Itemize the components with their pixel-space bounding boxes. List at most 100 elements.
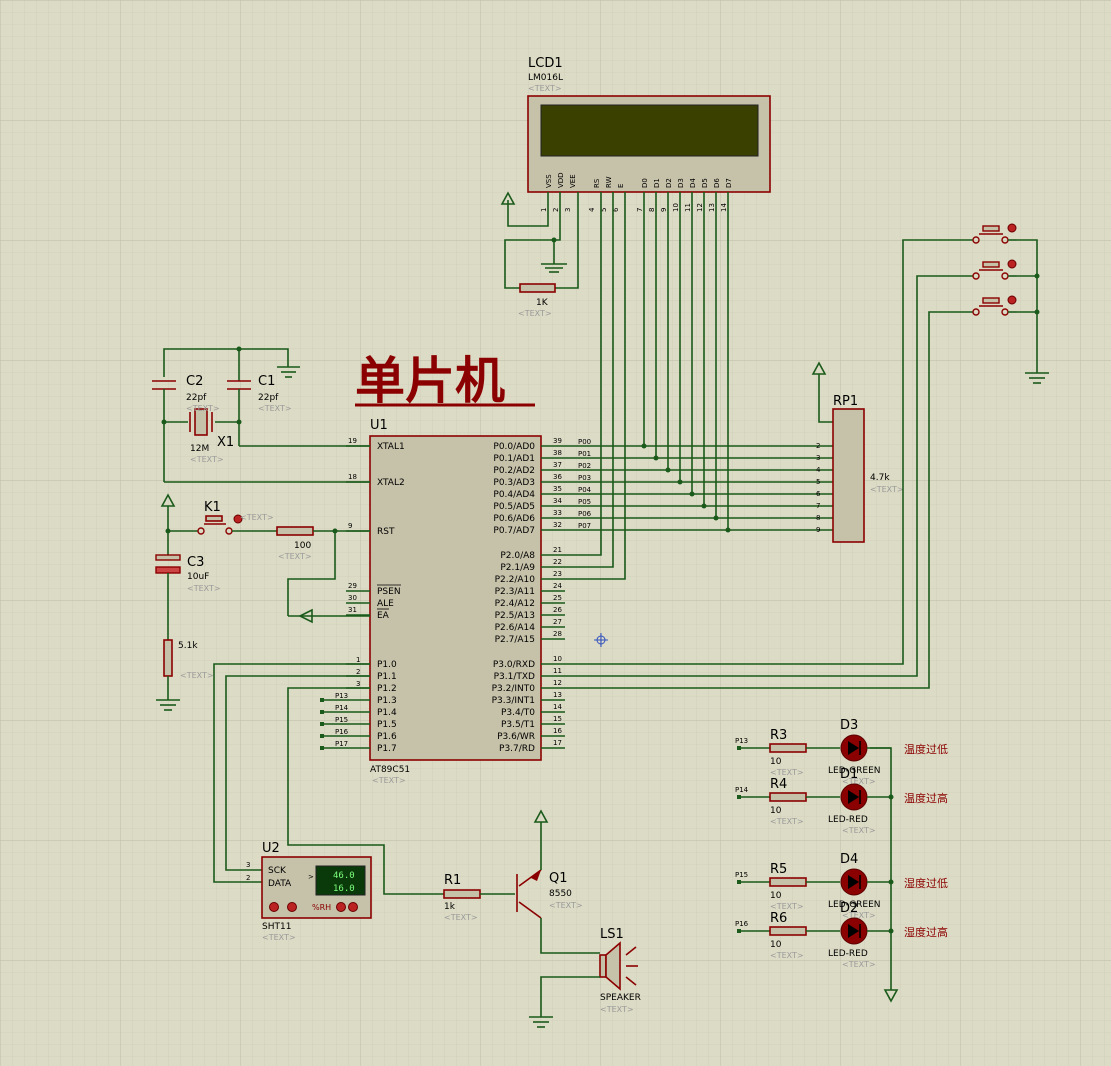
lcd-pin-number: 2 bbox=[552, 208, 560, 212]
p0-net-label: P00 bbox=[578, 438, 591, 446]
u2-unit: %RH bbox=[312, 903, 331, 912]
ls1-text: <TEXT> bbox=[600, 1005, 634, 1014]
u1-pin-number: 38 bbox=[553, 449, 562, 457]
led-model: LED-RED bbox=[828, 949, 868, 959]
led-text: <TEXT> bbox=[842, 911, 876, 920]
lcd-pin-number: 3 bbox=[564, 208, 572, 212]
u1-text: <TEXT> bbox=[372, 776, 406, 785]
title-text: 单片机 bbox=[355, 352, 505, 410]
u1-pin-name: P0.6/AD6 bbox=[493, 514, 535, 524]
led-label: 湿度过高 bbox=[904, 925, 948, 939]
led-resistor-value: 10 bbox=[770, 806, 782, 816]
lcd1[interactable]: LCD1 LM016L <TEXT> VSS1VDD2VEE3RS4RW5E6D… bbox=[527, 56, 771, 212]
led-model: LED-GREEN bbox=[828, 900, 881, 910]
c2-text: <TEXT> bbox=[186, 404, 220, 413]
lcd-pin-label: D6 bbox=[713, 178, 721, 188]
u1-pin-name: P3.0/RXD bbox=[493, 660, 535, 670]
p1-net-label: P13 bbox=[335, 692, 348, 700]
r1-value: 1k bbox=[444, 902, 456, 912]
lcd-pin-number: 5 bbox=[600, 208, 608, 212]
u1-pin-number: 39 bbox=[553, 437, 562, 445]
key-contact bbox=[972, 236, 980, 244]
reset-resistor-text: <TEXT> bbox=[278, 552, 312, 561]
lcd-pin-number: 6 bbox=[612, 207, 620, 212]
lcd-pin-number: 10 bbox=[672, 203, 680, 212]
lcd-pin-label: D1 bbox=[653, 178, 661, 188]
p0-net-label: P01 bbox=[578, 450, 591, 458]
u2-hum-down-button[interactable] bbox=[336, 902, 346, 912]
u1-pin-number: 9 bbox=[348, 522, 352, 530]
cursor-crosshair bbox=[594, 633, 608, 647]
u1-pin-name: P2.1/A9 bbox=[500, 563, 535, 573]
c2-ref: C2 bbox=[186, 374, 203, 389]
lcd-pin-number: 9 bbox=[660, 208, 668, 212]
r-5k1-text: <TEXT> bbox=[180, 671, 214, 680]
u2-temp-down-button[interactable] bbox=[269, 902, 279, 912]
lcd1-screen bbox=[540, 104, 759, 157]
led-ref: D1 bbox=[840, 767, 858, 782]
u1-pin-number: 24 bbox=[553, 582, 562, 590]
led-label: 温度过高 bbox=[904, 791, 948, 805]
lcd-pin-label: D4 bbox=[689, 178, 697, 188]
u1-pin-name: P1.6 bbox=[377, 732, 397, 742]
u1-pin-name: P1.5 bbox=[377, 720, 397, 730]
u1-pin-name: P2.6/A14 bbox=[495, 623, 536, 633]
led-resistor-text: <TEXT> bbox=[770, 951, 804, 960]
lcd-pin-number: 7 bbox=[636, 208, 644, 212]
u1-pin-name: XTAL1 bbox=[377, 442, 405, 452]
lcd-pot-value: 1K bbox=[536, 298, 549, 308]
u1-mcu[interactable]: U1 AT89C51 <TEXT> 19XTAL118XTAL29RST29PS… bbox=[346, 418, 565, 785]
rp1-pin-number: 6 bbox=[816, 490, 821, 498]
p0-net-label: P03 bbox=[578, 474, 591, 482]
push-button[interactable] bbox=[982, 297, 1000, 304]
u1-model: AT89C51 bbox=[370, 765, 410, 775]
push-button[interactable] bbox=[982, 225, 1000, 232]
u1-pin-number: 11 bbox=[553, 667, 562, 675]
key-contact bbox=[972, 272, 980, 280]
u1-pin-name: P0.7/AD7 bbox=[493, 526, 535, 536]
led-resistor-ref: R4 bbox=[770, 777, 787, 792]
u1-pin-name: PSEN bbox=[377, 587, 401, 597]
q1-ref: Q1 bbox=[549, 871, 568, 886]
u2-pin2: 2 bbox=[246, 874, 250, 882]
u1-pin-number: 21 bbox=[553, 546, 562, 554]
ls1-ref: LS1 bbox=[600, 927, 624, 942]
u1-pin-name: P3.4/T0 bbox=[501, 708, 535, 718]
lcd-pin-label: VEE bbox=[569, 174, 577, 188]
reset-resistor-value: 100 bbox=[294, 541, 311, 551]
led-net-label: P15 bbox=[735, 871, 748, 879]
u1-pin-name: P0.0/AD0 bbox=[493, 442, 535, 452]
lcd-pin-label: RS bbox=[593, 178, 601, 188]
u1-pin-name: P3.5/T1 bbox=[501, 720, 535, 730]
u1-pin-name: P0.2/AD2 bbox=[493, 466, 535, 476]
c3-text: <TEXT> bbox=[187, 584, 221, 593]
reset-circuit: K1 <TEXT> 100 <TEXT> C3 10uF <TEXT> 5.1k… bbox=[155, 493, 370, 711]
lcd-pin-label: VDD bbox=[557, 172, 565, 188]
u1-pin-number: 10 bbox=[553, 655, 562, 663]
u1-pin-name: P2.0/A8 bbox=[500, 551, 535, 561]
key-buttons[interactable] bbox=[565, 223, 1049, 689]
u2-sensor[interactable]: 1 2 3 U2 3 2 SCK DATA 46.0 16.0 > %RH SH… bbox=[213, 656, 372, 942]
q1-text: <TEXT> bbox=[549, 901, 583, 910]
c2-value: 22pf bbox=[186, 393, 207, 403]
led-text: <TEXT> bbox=[842, 777, 876, 786]
led-resistor-text: <TEXT> bbox=[770, 817, 804, 826]
led-ref: D3 bbox=[840, 718, 858, 733]
lcd-pin-label: D3 bbox=[677, 178, 685, 188]
u2-text: <TEXT> bbox=[262, 933, 296, 942]
u2-temp-up-button[interactable] bbox=[287, 902, 297, 912]
k1-ref: K1 bbox=[204, 500, 221, 515]
u1-pin-number: 31 bbox=[348, 606, 357, 614]
push-button[interactable] bbox=[982, 261, 1000, 268]
u2-hum-up-button[interactable] bbox=[348, 902, 358, 912]
u2-temp: 46.0 bbox=[333, 871, 355, 881]
u1-left-pins: 19XTAL118XTAL29RST29PSEN30ALE31EAP1.0P1.… bbox=[346, 437, 405, 754]
u1-pin-number: 33 bbox=[553, 509, 562, 517]
lcd-pin-label: D0 bbox=[641, 178, 649, 188]
x1-value: 12M bbox=[190, 444, 209, 454]
led-label: 温度过低 bbox=[904, 742, 948, 756]
